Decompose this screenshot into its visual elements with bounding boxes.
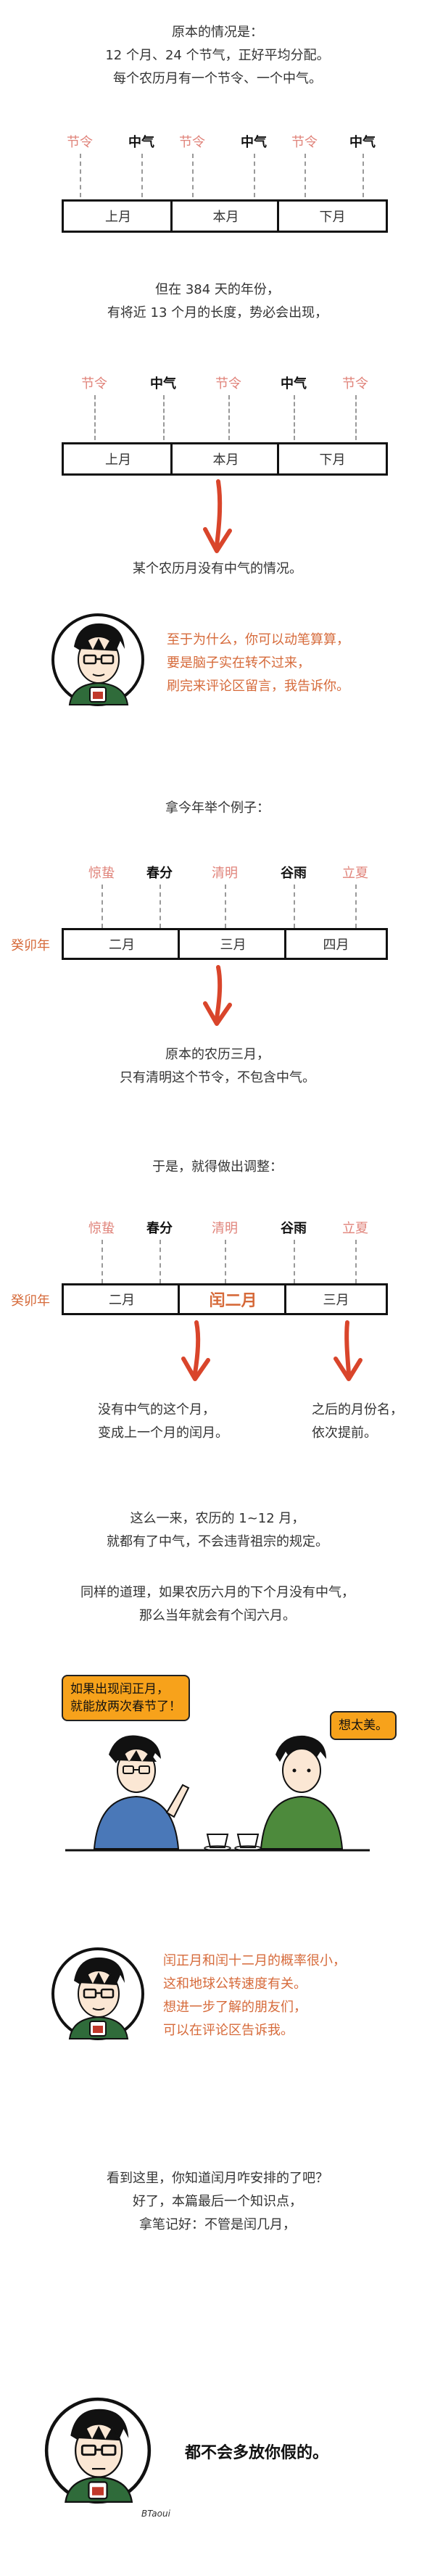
diagram3-month-1: 二月	[109, 937, 135, 953]
diagram2-label-2: 中气	[150, 376, 176, 392]
result2-line-2: 只有清明这个节令，不包含中气。	[120, 1070, 315, 1085]
para1-line-1: 这么一来，农历的 1~12 月，	[130, 1511, 305, 1526]
final-line-2: 好了，本篇最后一个知识点，	[133, 2194, 302, 2209]
diagram1-label-2: 中气	[128, 135, 154, 150]
diagram1-label-3: 节令	[179, 135, 205, 150]
ending-text: 都不会多放你假的。	[185, 2444, 329, 2462]
comic-scene	[65, 1735, 370, 1852]
author-avatar	[51, 613, 144, 706]
diagram4-month-2-leap: 闰二月	[178, 1285, 286, 1313]
diagram3-label-2: 春分	[146, 866, 173, 881]
diagram1-month-1: 上月	[105, 210, 131, 225]
result3-left-line-2: 变成上一个月的闰月。	[98, 1425, 228, 1441]
diagram3-label-1: 惊蛰	[88, 866, 115, 881]
result3-left-line-1: 没有中气的这个月，	[98, 1402, 215, 1417]
diagram4-label-3: 清明	[212, 1221, 238, 1236]
author-avatar	[44, 2397, 152, 2504]
diagram3-month-3: 四月	[284, 930, 386, 958]
diagram1-label-1: 节令	[67, 135, 93, 150]
result3-right-line-2: 依次提前。	[312, 1425, 377, 1441]
diagram2-month-bar: 上月 本月 下月	[62, 442, 388, 476]
diagram1-month-bar: 上月 本月 下月	[62, 199, 388, 233]
diagram4-label-2: 春分	[146, 1221, 173, 1236]
speech-bubble-right: 想太美。	[330, 1711, 397, 1740]
diagram4-month-1: 二月	[109, 1293, 135, 1308]
bubble-left-line-1: 如果出现闰正月，	[70, 1682, 169, 1697]
diagram2-label-5: 节令	[342, 376, 368, 392]
diagram2-month-1: 上月	[105, 452, 131, 468]
down-arrow-icon	[203, 479, 232, 553]
diagram2-month-3: 下月	[277, 444, 386, 473]
diagram3-label-5: 立夏	[342, 866, 368, 881]
diagram2-label-1: 节令	[81, 376, 107, 392]
diagram2-month-2: 本月	[170, 444, 279, 473]
para2-line-1: 同样的道理，如果农历六月的下个月没有中气，	[80, 1585, 355, 1600]
bubble-left-line-2: 就能放两次春节了！	[70, 1699, 181, 1714]
diagram1-label-6: 中气	[349, 135, 376, 150]
adjust-title: 于是，就得做出调整：	[152, 1159, 283, 1175]
para2-line-2: 那么当年就会有个闰六月。	[139, 1608, 296, 1623]
diagram4-month-3: 三月	[284, 1285, 386, 1313]
para1-line-2: 就都有了中气，不会违背祖宗的规定。	[107, 1534, 328, 1549]
diagram2-label-4: 中气	[281, 376, 307, 392]
note1-line-3: 刷完来评论区留言，我告诉你。	[167, 679, 349, 694]
diagram1-label-5: 节令	[291, 135, 318, 150]
diagram2-label-3: 节令	[215, 376, 241, 392]
diagram4-year: 癸卯年	[11, 1293, 50, 1309]
note2-line-4: 可以在评论区告诉我。	[163, 2023, 294, 2038]
result2-line-1: 原本的农历三月，	[165, 1047, 270, 1062]
author-avatar	[51, 1947, 144, 2040]
diagram3-label-3: 清明	[212, 866, 238, 881]
diagram1-label-4: 中气	[241, 135, 267, 150]
final-line-1: 看到这里，你知道闰月咋安排的了吧？	[107, 2171, 328, 2186]
diagram1-month-3: 下月	[277, 202, 386, 231]
mid1-line-1: 但在 384 天的年份，	[155, 282, 280, 297]
artist-signature: BTaoui	[141, 2509, 170, 2519]
mid1-line-2: 有将近 13 个月的长度，势必会出现，	[107, 305, 328, 320]
diagram4-label-4: 谷雨	[281, 1221, 307, 1236]
note1-line-1: 至于为什么，你可以动笔算算，	[167, 632, 349, 647]
intro-line-3: 每个农历月有一个节令、一个中气。	[113, 71, 322, 86]
diagram3-month-bar: 二月 三月 四月	[62, 928, 388, 960]
down-arrow-icon	[334, 1320, 362, 1381]
diagram3-year: 癸卯年	[11, 938, 50, 953]
speech-bubble-left: 如果出现闰正月， 就能放两次春节了！	[62, 1675, 190, 1721]
result1-text: 某个农历月没有中气的情况。	[133, 561, 302, 576]
diagram4-label-5: 立夏	[342, 1221, 368, 1236]
diagram1-month-2: 本月	[170, 202, 279, 231]
diagram4-label-1: 惊蛰	[88, 1221, 115, 1236]
note2-line-1: 闰正月和闰十二月的概率很小，	[163, 1953, 346, 1968]
intro-line-1: 原本的情况是：	[172, 25, 263, 40]
result3-right-line-1: 之后的月份名，	[312, 1402, 403, 1417]
down-arrow-icon	[181, 1320, 210, 1381]
final-line-3: 拿笔记好：不管是闰几月，	[139, 2217, 296, 2232]
diagram3-month-2: 三月	[178, 930, 286, 958]
diagram3-label-4: 谷雨	[281, 866, 307, 881]
intro-line-2: 12 个月、24 个节气，正好平均分配。	[105, 48, 330, 63]
down-arrow-icon	[203, 965, 232, 1026]
note2-line-3: 想进一步了解的朋友们，	[163, 2000, 307, 2015]
diagram4-month-bar: 二月 闰二月 三月	[62, 1283, 388, 1315]
note2-line-2: 这和地球公转速度有关。	[163, 1976, 307, 1992]
example-title: 拿今年举个例子：	[165, 800, 270, 816]
note1-line-2: 要是脑子实在转不过来，	[167, 655, 310, 671]
